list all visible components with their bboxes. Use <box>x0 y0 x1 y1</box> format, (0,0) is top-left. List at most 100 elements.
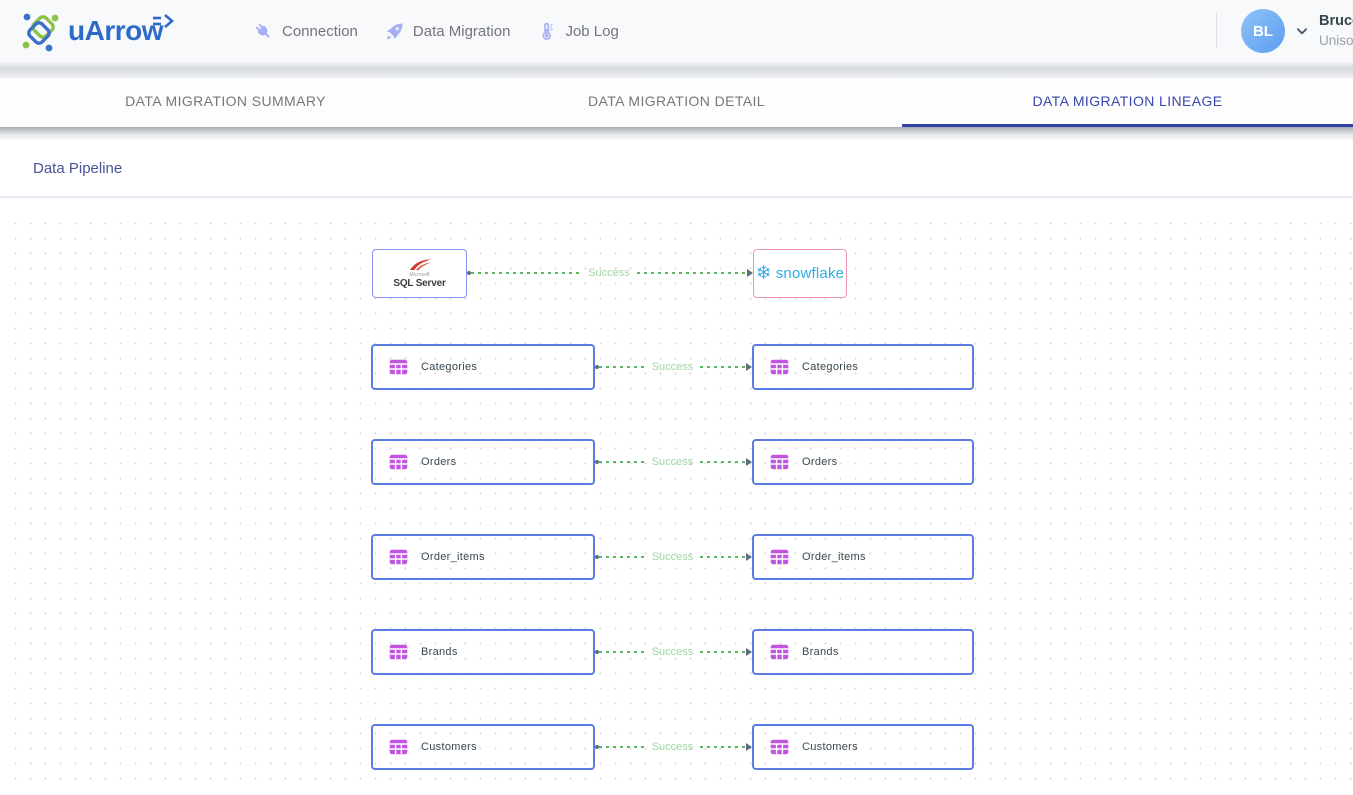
table-node-target[interactable]: Brands <box>752 629 974 675</box>
table-node-source[interactable]: Order_items <box>371 534 595 580</box>
edge-dash <box>700 461 747 463</box>
logo-text: uArrow <box>68 15 164 46</box>
snowflake-label: snowflake <box>775 265 845 282</box>
nav-data-migration[interactable]: Data Migration <box>384 21 511 42</box>
table-node-label: Categories <box>802 361 859 373</box>
page-title: Data Pipeline <box>33 160 123 177</box>
edge-arrow-icon <box>746 648 753 656</box>
rocket-icon <box>386 23 403 39</box>
table-node-target[interactable]: Orders <box>752 439 974 485</box>
edge-status-label: Success <box>651 741 694 753</box>
logo-arrow-icon <box>153 14 174 28</box>
node-snowflake[interactable]: ❄ snowflake <box>753 249 847 298</box>
dot-grid-background <box>8 216 1353 783</box>
app-logo[interactable]: uArrow <box>18 8 193 54</box>
table-node-target[interactable]: Order_items <box>752 534 974 580</box>
edge-arrow-icon <box>746 743 753 751</box>
edge-source-dot <box>595 365 599 369</box>
table-icon <box>770 549 789 565</box>
table-node-label: Order_items <box>421 551 485 563</box>
lineage-row: Order_items Success Order_items <box>371 534 974 580</box>
table-node-label: Order_items <box>802 551 866 563</box>
table-node-label: Customers <box>421 741 477 753</box>
edge-status-label: Success <box>651 361 694 373</box>
page-header: Data Pipeline <box>0 141 1353 198</box>
user-org: Unison <box>1318 32 1353 48</box>
sqlserver-icon <box>409 259 431 271</box>
table-node-label: Categories <box>421 361 478 373</box>
thermometer-icon <box>542 22 554 40</box>
edge-dash <box>700 556 747 558</box>
edge-arrow-icon <box>747 269 754 277</box>
top-navbar: uArrow Connection <box>0 0 1353 62</box>
tab-data-migration-detail[interactable]: DATA MIGRATION DETAIL <box>588 93 765 109</box>
table-icon <box>389 644 408 660</box>
edge-success: Success <box>595 646 753 658</box>
edge-dash <box>599 461 645 463</box>
edge-source-dot <box>467 271 471 275</box>
table-icon <box>389 359 408 375</box>
edge-source-dot <box>595 460 599 464</box>
edge-db-success: Success <box>467 267 754 279</box>
edge-dash <box>599 651 645 653</box>
logo-icon <box>22 13 59 52</box>
edge-dash <box>700 651 747 653</box>
lineage-row: Orders Success Orders <box>371 439 974 485</box>
tabbar-shadow <box>0 127 1353 141</box>
edge-dash <box>636 272 748 274</box>
nav-job-log[interactable]: Job Log <box>536 21 619 42</box>
edge-dash <box>471 272 582 274</box>
edge-success: Success <box>595 456 753 468</box>
nav-job-log-label: Job Log <box>565 22 619 40</box>
nav-connection[interactable]: Connection <box>253 21 358 42</box>
table-node-label: Brands <box>802 646 839 658</box>
edge-source-dot <box>595 745 599 749</box>
main-menu: Connection Data Migration <box>253 21 619 42</box>
tab-bar: DATA MIGRATION SUMMARY DATA MIGRATION DE… <box>0 78 1353 127</box>
user-section: BL Bruce Unison <box>1215 0 1353 62</box>
edge-dash <box>599 556 645 558</box>
sqlserver-label: SQL Server <box>393 278 446 289</box>
snowflake-icon: ❄ <box>755 263 772 284</box>
edge-success: Success <box>595 551 753 563</box>
edge-arrow-icon <box>746 553 753 561</box>
table-icon <box>770 454 789 470</box>
avatar[interactable]: BL <box>1240 9 1285 53</box>
tab-data-migration-lineage[interactable]: DATA MIGRATION LINEAGE <box>902 78 1353 127</box>
edge-dash <box>599 366 645 368</box>
edge-dash <box>599 746 645 748</box>
table-node-label: Orders <box>802 456 838 468</box>
table-node-target[interactable]: Customers <box>752 724 974 770</box>
edge-status-label: Success <box>588 267 630 279</box>
table-icon <box>389 454 408 470</box>
lineage-canvas[interactable]: Microsoft SQL Server Success ❄ snowflake <box>0 198 1353 795</box>
table-node-source[interactable]: Customers <box>371 724 595 770</box>
table-node-target[interactable]: Categories <box>752 344 974 390</box>
table-node-label: Brands <box>421 646 458 658</box>
table-icon <box>389 739 408 755</box>
edge-status-label: Success <box>651 551 694 563</box>
table-node-source[interactable]: Orders <box>371 439 595 485</box>
edge-success: Success <box>595 741 753 753</box>
edge-arrow-icon <box>746 363 753 371</box>
plug-icon <box>255 23 270 38</box>
user-meta: Bruce Unison <box>1319 12 1353 50</box>
edge-source-dot <box>595 650 599 654</box>
table-icon <box>389 549 408 565</box>
edge-status-label: Success <box>651 456 694 468</box>
edge-dash <box>700 366 747 368</box>
edge-arrow-icon <box>746 458 753 466</box>
node-sqlserver[interactable]: Microsoft SQL Server <box>372 249 467 298</box>
chevron-down-icon[interactable] <box>1295 24 1309 38</box>
table-node-source[interactable]: Brands <box>371 629 595 675</box>
table-icon <box>770 739 789 755</box>
table-node-source[interactable]: Categories <box>371 344 595 390</box>
nav-data-migration-label: Data Migration <box>412 22 511 40</box>
edge-dash <box>700 746 747 748</box>
edge-status-label: Success <box>651 646 694 658</box>
edge-success: Success <box>595 361 753 373</box>
tab-data-migration-summary[interactable]: DATA MIGRATION SUMMARY <box>125 93 326 109</box>
lineage-row: Brands Success Brands <box>371 629 974 675</box>
navbar-shadow <box>0 62 1353 78</box>
